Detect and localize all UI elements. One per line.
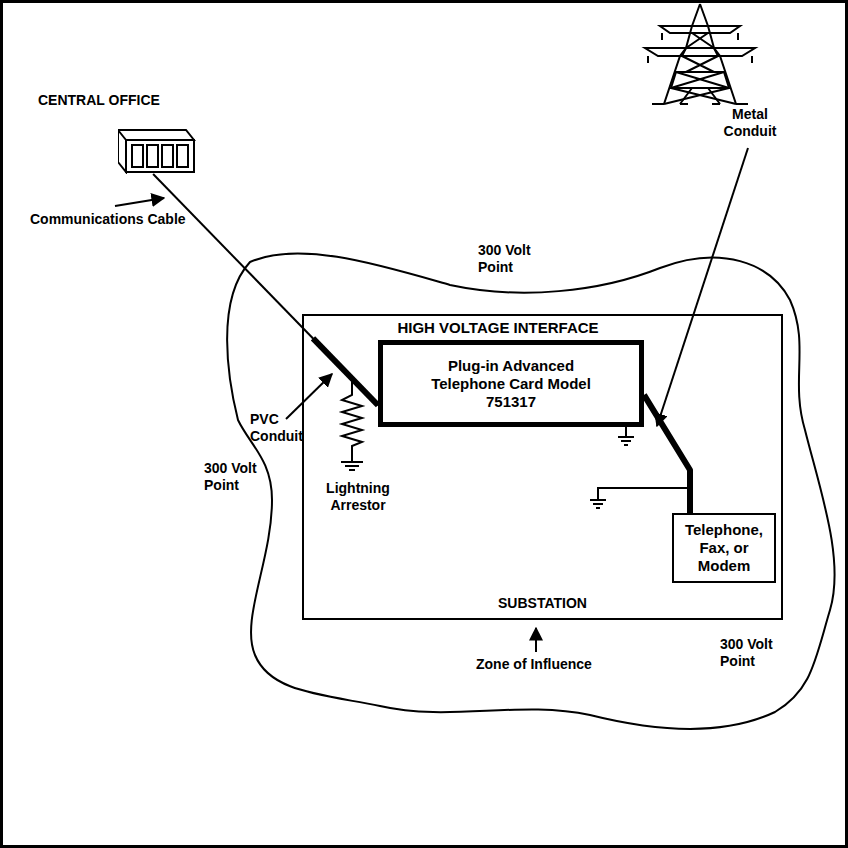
pvc-conduit: [313, 338, 378, 405]
window: [147, 145, 158, 167]
callout-label: Lightning Arrestor: [318, 480, 398, 514]
callout-label: 300 Volt Point: [720, 636, 796, 670]
node-body: Plug-in Advanced Telephone Card Model 75…: [431, 357, 591, 411]
callout-label: Communications Cable: [30, 211, 190, 228]
node-heading: CENTRAL OFFICE: [38, 92, 160, 109]
telephone-box: Telephone, Fax, or Modem: [672, 513, 776, 583]
callout-label: PVC Conduit: [250, 411, 312, 445]
central-office-box: CENTRAL OFFICE: [118, 128, 196, 174]
window: [177, 145, 188, 167]
lightning-arrestor: [341, 378, 363, 470]
box-outline: [118, 130, 194, 172]
callout-label: 300 Volt Point: [204, 460, 268, 494]
substation-box: SUBSTATIONHIGH VOLTAGE INTERFACEPlug-in …: [302, 314, 783, 620]
callout-label: Metal Conduit: [712, 106, 788, 140]
window: [132, 145, 143, 167]
ground-symbol: [590, 427, 690, 508]
node-heading: HIGH VOLTAGE INTERFACE: [363, 319, 633, 337]
callout-label: Zone of Influence: [476, 656, 606, 673]
metal-conduit: [644, 395, 690, 513]
window: [162, 145, 173, 167]
cable-connector: [153, 174, 378, 405]
interface-card-box: HIGH VOLTAGE INTERFACEPlug-in Advanced T…: [378, 340, 644, 427]
transmission-tower: [645, 4, 755, 104]
communications-cable: [153, 174, 378, 405]
node-text: Telephone, Fax, or Modem: [678, 521, 770, 575]
cable-connector: [644, 395, 690, 513]
leader-arrow: [115, 148, 748, 652]
node-heading: SUBSTATION: [304, 595, 781, 612]
zone-outline: [227, 253, 835, 728]
central-office-shape: [118, 128, 196, 174]
callout-label: 300 Volt Point: [478, 242, 560, 276]
